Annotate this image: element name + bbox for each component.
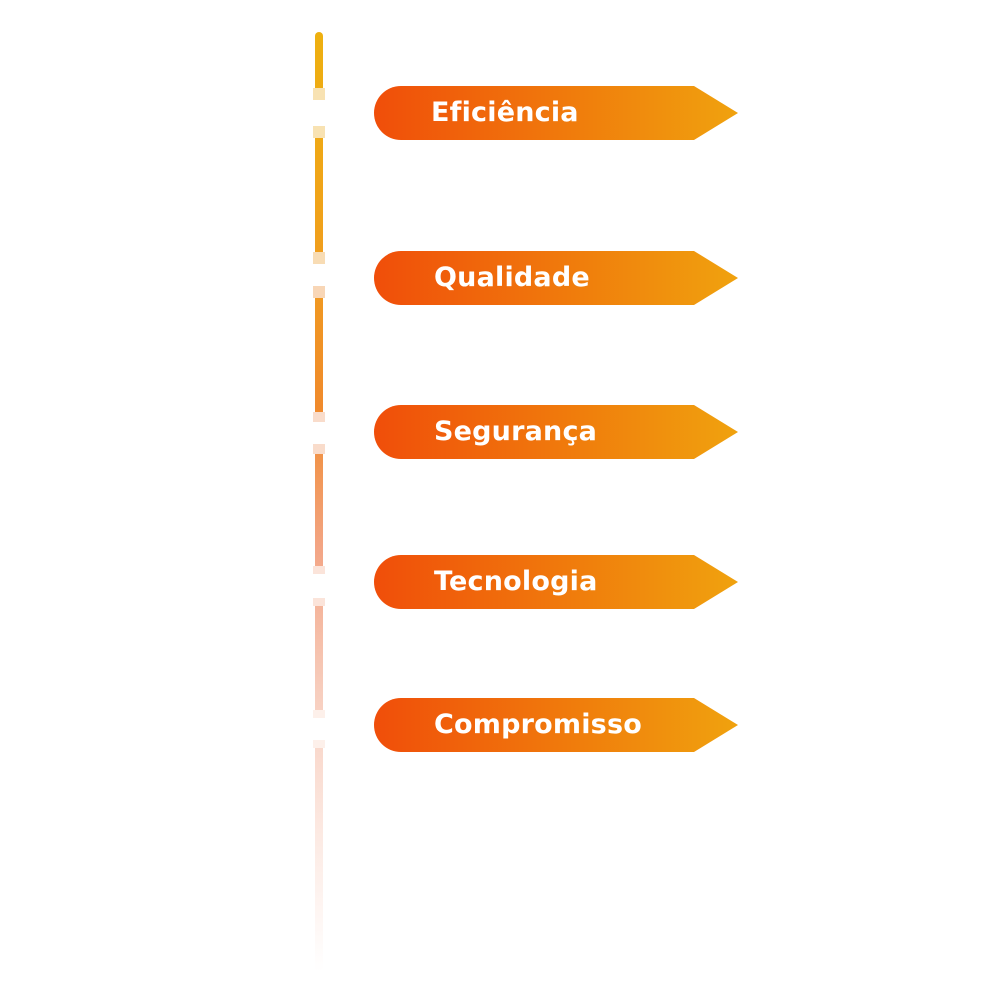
timeline-break xyxy=(313,412,325,454)
arrow-tag-label: Eficiência xyxy=(431,97,579,128)
arrow-tag-2: Qualidade xyxy=(374,251,738,305)
arrow-tag-label: Qualidade xyxy=(434,262,590,293)
arrow-tag-label: Tecnologia xyxy=(434,566,598,597)
arrow-tag-1: Eficiência xyxy=(374,86,738,140)
arrow-tag-3: Segurança xyxy=(374,405,738,459)
arrow-tag-label: Compromisso xyxy=(434,709,642,740)
vertical-timeline-line xyxy=(315,32,323,972)
arrow-tag-shape xyxy=(374,555,738,609)
arrow-tag-shape xyxy=(374,405,738,459)
timeline-break xyxy=(313,710,325,748)
timeline-break xyxy=(313,88,325,138)
arrow-tag-shape xyxy=(374,251,738,305)
timeline-break xyxy=(313,252,325,298)
arrow-tag-4: Tecnologia xyxy=(374,555,738,609)
timeline-break xyxy=(313,566,325,606)
arrow-tag-shape xyxy=(374,86,738,140)
arrow-tag-5: Compromisso xyxy=(374,698,738,752)
arrow-tag-label: Segurança xyxy=(434,416,598,447)
arrow-tag-shape xyxy=(374,698,738,752)
